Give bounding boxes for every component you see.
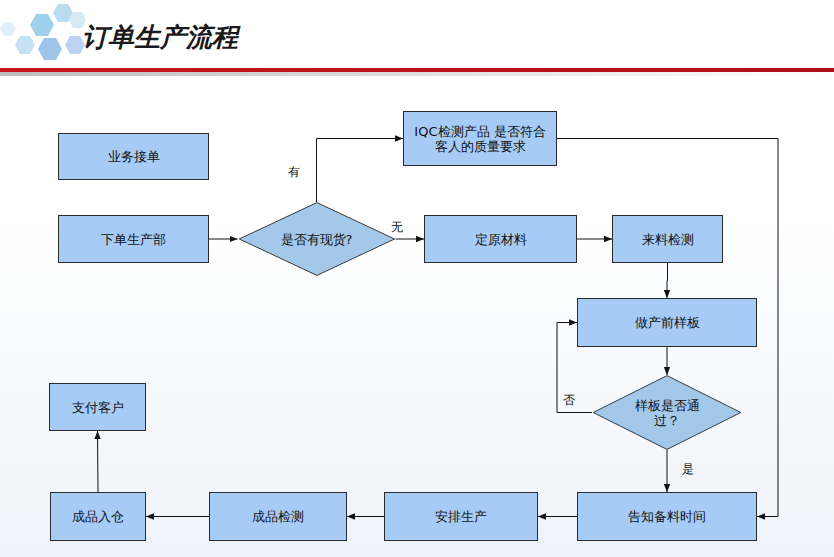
node-label: 成品入仓	[72, 509, 124, 524]
flow-arrow	[557, 139, 778, 517]
flow-arrow	[395, 239, 424, 240]
node-label: 来料检测	[642, 232, 694, 247]
process-box: 做产前样板	[577, 298, 757, 347]
process-box: 安排生产	[384, 492, 538, 541]
node-label: IQC检测产品 是否符合 客人的质量要求	[410, 124, 550, 154]
flow-arrow	[347, 516, 384, 517]
node-label: 定原材料	[475, 232, 527, 247]
node-label: 安排生产	[435, 509, 487, 524]
node-label: 成品检测	[252, 509, 304, 524]
process-box: 告知备料时间	[577, 492, 757, 541]
process-box: 成品入仓	[50, 492, 146, 541]
decision-diamond: 是否有现货?	[238, 202, 396, 276]
flow-arrow	[667, 450, 668, 492]
process-box: 定原材料	[424, 215, 577, 263]
edge-label: 否	[563, 393, 575, 407]
flow-arrow	[538, 516, 577, 517]
process-box: IQC检测产品 是否符合 客人的质量要求	[403, 111, 557, 166]
flow-arrow	[146, 516, 209, 517]
node-label: 下单生产部	[101, 232, 166, 247]
node-label: 是否有现货?	[281, 232, 353, 247]
process-box: 下单生产部	[58, 215, 209, 263]
hexagon-cluster	[0, 4, 86, 60]
flow-arrow	[667, 263, 669, 298]
node-label: 业务接单	[108, 149, 160, 164]
edge-label: 有	[288, 165, 300, 179]
flow-arrow	[209, 239, 238, 240]
flow-arrow	[317, 139, 404, 203]
header-shadow	[0, 72, 834, 76]
node-label: 做产前样板	[635, 315, 700, 330]
node-label: 告知备料时间	[628, 509, 706, 524]
node-label: 样板是否通过？	[633, 398, 701, 428]
process-box: 来料检测	[612, 215, 723, 263]
flow-arrow	[97, 431, 99, 492]
decision-diamond: 样板是否通过？	[592, 375, 742, 450]
edge-label: 是	[682, 462, 694, 476]
process-box: 支付客户	[49, 383, 146, 431]
page-title: 订单生产流程	[82, 20, 238, 55]
process-box: 业务接单	[58, 133, 209, 180]
node-label: 支付客户	[72, 400, 124, 415]
edge-label: 无	[391, 220, 403, 234]
flow-arrow	[577, 239, 612, 240]
header-rule	[0, 68, 834, 72]
process-box: 成品检测	[209, 492, 347, 541]
flow-arrow	[667, 347, 668, 375]
